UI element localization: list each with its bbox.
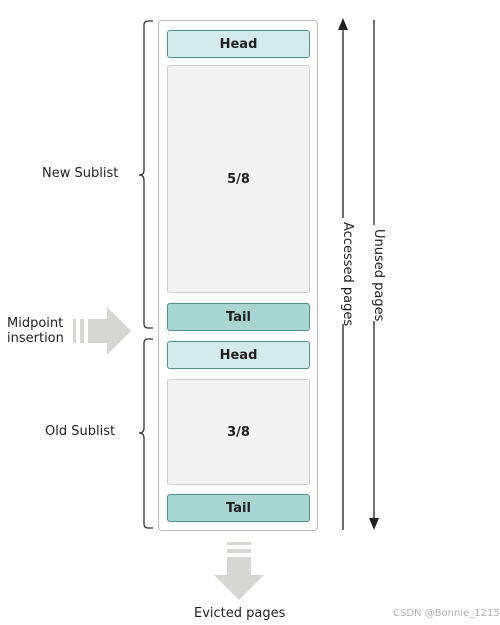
evicted-pages-label: Evicted pages — [194, 606, 286, 621]
old-sublist-bracket — [138, 338, 153, 529]
unused-pages-label: Unused pages — [370, 225, 386, 321]
midpoint-insertion-arrow — [73, 307, 131, 355]
midpoint-insertion-label: Midpoint insertion — [7, 316, 64, 346]
old-sublist-tail: Tail — [167, 494, 310, 522]
accessed-pages-label: Accessed pages — [339, 218, 355, 326]
accessed-pages-arrowhead — [338, 18, 348, 30]
new-sublist-label: New Sublist — [42, 166, 119, 181]
old-sublist-label: Old Sublist — [45, 424, 116, 439]
midpoint-label-line2: insertion — [7, 331, 64, 346]
old-sublist-block: 3/8 — [167, 379, 310, 485]
evicted-pages-arrow — [214, 542, 264, 600]
old-sublist-head: Head — [167, 341, 310, 369]
new-sublist-tail: Tail — [167, 303, 310, 331]
watermark: CSDN @Bonnie_1215 — [393, 608, 500, 619]
new-sublist-block: 5/8 — [167, 65, 310, 293]
unused-pages-arrowhead — [369, 518, 379, 530]
new-sublist-bracket — [138, 20, 153, 329]
new-sublist-head: Head — [167, 30, 310, 58]
midpoint-label-line1: Midpoint — [7, 316, 64, 331]
